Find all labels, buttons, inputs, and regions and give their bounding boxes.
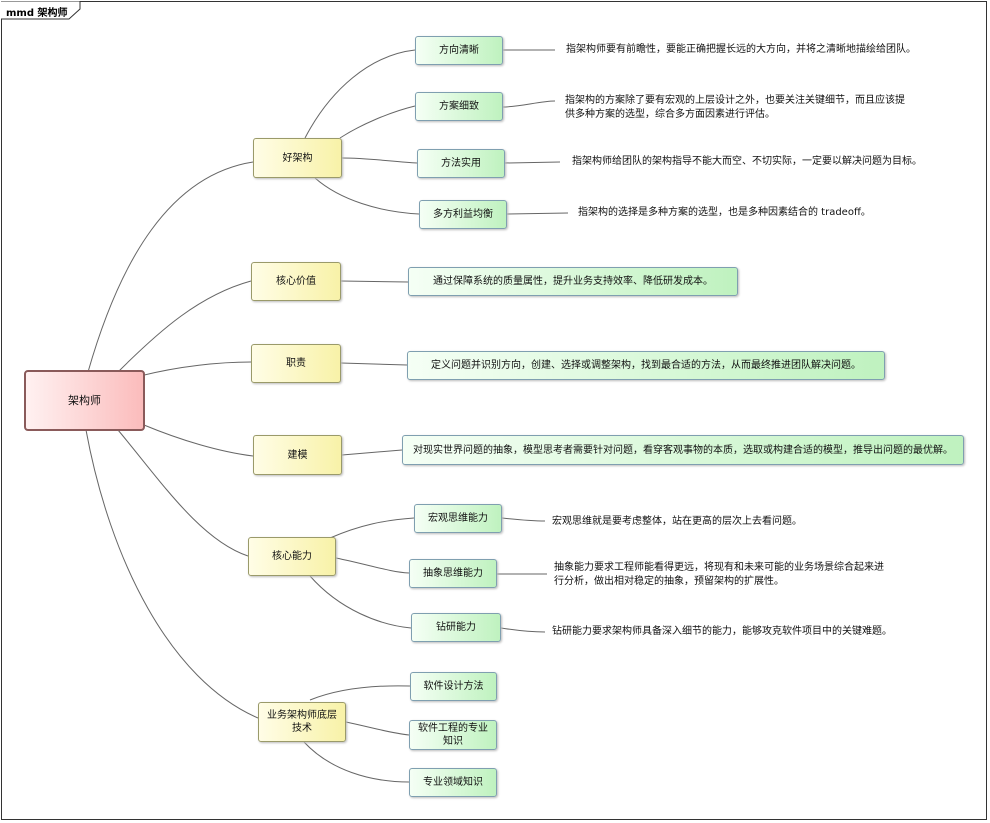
leaf-clear-direction-label: 方向清晰	[439, 45, 479, 56]
detail-core-value[interactable]: 通过保障系统的质量属性，提升业务支持效率、降低研发成本。	[408, 267, 738, 296]
edge-good-arch-plan	[339, 105, 416, 139]
edge-root-good-arch	[87, 161, 254, 373]
node-foundation-tech-label-line1: 业务架构师底层	[267, 710, 337, 721]
leaf-domain-knowledge[interactable]: 专业领域知识	[409, 768, 497, 797]
note-stakeholder-balance: 指架构的选择是多种方案的选型，也是多种因素结合的 tradeoff。	[578, 207, 871, 218]
note-abstract-thinking-line2: 行分析，做出相对稳定的抽象，预留架构的扩展性。	[554, 576, 784, 587]
note-detailed-plan-line1: 指架构的方案除了要有宏观的上层设计之外，也要关注关键细节，而且应该提	[565, 95, 905, 106]
note-detailed-plan-line2: 供多种方案的选型，综合多方面因素进行评估。	[565, 109, 775, 120]
note-clear-direction: 指架构师要有前瞻性，要能正确把握长远的大方向，并将之清晰地描绘给团队。	[566, 44, 916, 55]
edge-foundation-se	[345, 721, 410, 736]
edge-root-duty	[139, 361, 252, 377]
detail-duty-text: 定义问题并识别方向，创建、选择或调整架构，找到最合适的方法，从而最终推进团队解决…	[431, 360, 861, 371]
leaf-software-design[interactable]: 软件设计方法	[410, 672, 497, 701]
root-node[interactable]: 架构师	[24, 370, 145, 431]
edge-ability-abstract	[335, 557, 410, 574]
node-core-ability-label: 核心能力	[272, 551, 312, 562]
note-research: 钻研能力要求架构师具备深入细节的能力，能够攻克软件项目中的关键难题。	[552, 626, 892, 637]
frame-title-tab	[1, 1, 81, 20]
node-foundation-tech-label-line2: 技术	[292, 723, 312, 734]
leaf-research-label: 钻研能力	[436, 622, 476, 633]
leaf-detailed-plan-label: 方案细致	[439, 101, 479, 112]
node-foundation-tech[interactable]: 业务架构师底层 技术	[258, 702, 346, 742]
edge-foundation-domain	[303, 741, 410, 783]
leaf-abstract-thinking[interactable]: 抽象思维能力	[409, 559, 497, 588]
node-core-ability[interactable]: 核心能力	[248, 537, 336, 576]
leaf-software-engineering-label-line2: 知识	[443, 736, 463, 747]
edge-good-arch-method	[341, 157, 418, 164]
detail-duty[interactable]: 定义问题并识别方向，创建、选择或调整架构，找到最合适的方法，从而最终推进团队解决…	[407, 351, 885, 380]
note-abstract-thinking-line1: 抽象能力要求工程师能看得更远，将现有和未来可能的业务场景综合起来进	[554, 562, 884, 573]
note-macro-thinking: 宏观思维就是要考虑整体，站在更高的层次上去看问题。	[552, 516, 802, 527]
leaf-practical-method[interactable]: 方法实用	[417, 149, 505, 178]
leaf-stakeholder-balance[interactable]: 多方利益均衡	[419, 200, 507, 229]
edge-study-note	[500, 627, 546, 633]
edge-core-value-detail	[340, 280, 409, 283]
edge-modeling-detail	[341, 449, 403, 456]
leaf-detailed-plan[interactable]: 方案细致	[415, 92, 503, 121]
root-label: 架构师	[68, 394, 101, 407]
edge-ability-study	[309, 575, 412, 629]
leaf-research[interactable]: 钻研能力	[411, 613, 501, 642]
edge-foundation-design	[309, 685, 411, 701]
leaf-clear-direction[interactable]: 方向清晰	[415, 36, 503, 65]
leaf-abstract-thinking-label: 抽象思维能力	[423, 568, 483, 579]
detail-modeling-text: 对现实世界问题的抽象，模型思考者需要针对问题，看穿客观事物的本质，选取或构建合适…	[413, 444, 953, 456]
leaf-practical-method-label: 方法实用	[441, 158, 481, 169]
edge-root-modeling	[143, 424, 254, 457]
detail-core-value-text: 通过保障系统的质量属性，提升业务支持效率、降低研发成本。	[433, 276, 713, 287]
edge-root-foundation	[85, 429, 259, 719]
edge-macro-note	[501, 517, 546, 522]
edge-root-core-value	[117, 280, 252, 373]
edge-plan-note	[502, 100, 556, 108]
edge-good-arch-direction	[304, 49, 416, 139]
edge-balance-note	[506, 212, 569, 215]
leaf-software-engineering-label-line1: 软件工程的专业	[418, 723, 488, 734]
node-core-value-label: 核心价值	[276, 276, 316, 287]
node-good-architecture[interactable]: 好架构	[253, 138, 342, 178]
leaf-domain-knowledge-label: 专业领域知识	[423, 777, 483, 788]
detail-modeling[interactable]: 对现实世界问题的抽象，模型思考者需要针对问题，看穿客观事物的本质，选取或构建合适…	[402, 435, 964, 465]
leaf-stakeholder-balance-label: 多方利益均衡	[433, 209, 493, 220]
leaf-software-engineering[interactable]: 软件工程的专业 知识	[409, 720, 497, 750]
frame-title: mmd 架构师	[6, 8, 68, 19]
node-duty[interactable]: 职责	[251, 344, 341, 383]
node-good-architecture-label: 好架构	[282, 152, 313, 164]
note-practical-method: 指架构师给团队的架构指导不能大而空、不切实际，一定要以解决问题为目标。	[572, 156, 922, 167]
edge-root-core-ability	[117, 429, 249, 557]
node-core-value[interactable]: 核心价值	[251, 262, 341, 301]
leaf-macro-thinking-label: 宏观思维能力	[428, 513, 488, 524]
edge-method-note	[504, 161, 561, 164]
edge-duty-detail	[340, 362, 408, 366]
node-duty-label: 职责	[286, 358, 306, 369]
node-modeling-label: 建模	[287, 449, 308, 461]
edge-ability-macro	[329, 517, 415, 539]
edge-good-arch-balance	[314, 177, 420, 215]
node-modeling[interactable]: 建模	[253, 435, 342, 475]
leaf-macro-thinking[interactable]: 宏观思维能力	[414, 504, 502, 533]
leaf-software-design-label: 软件设计方法	[423, 681, 484, 692]
